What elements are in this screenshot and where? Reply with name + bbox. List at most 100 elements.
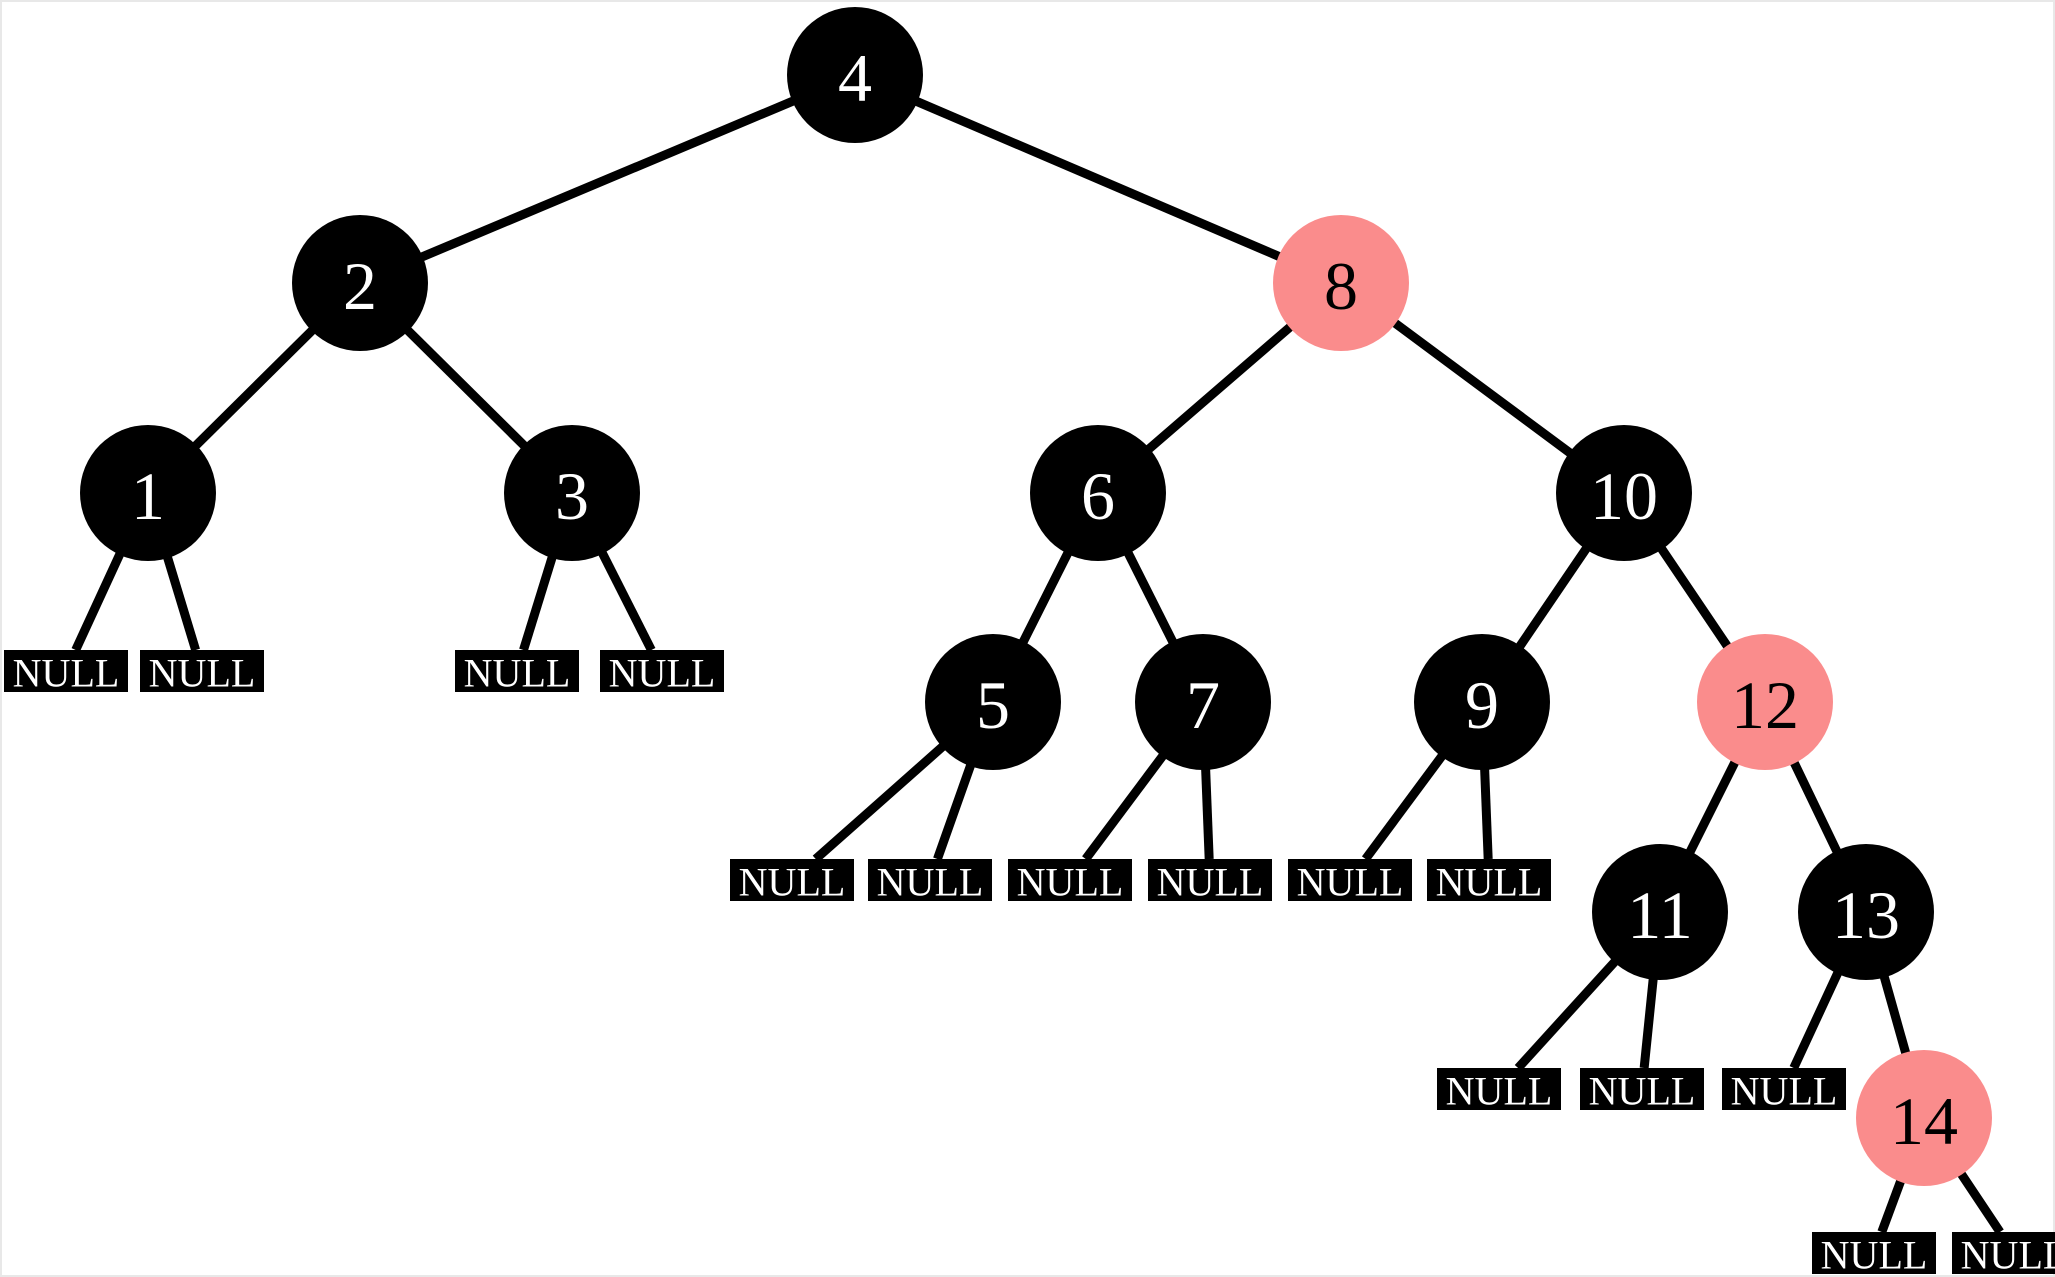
- tree-edge: [1877, 1176, 1906, 1234]
- tree-edge: [933, 760, 976, 861]
- null-leaf: NULL: [1952, 1232, 2055, 1277]
- null-box-label: NULL: [1821, 1233, 1928, 1277]
- tree-edge: [1514, 956, 1621, 1072]
- node-label: 9: [1465, 667, 1499, 743]
- node-circle: [1556, 425, 1692, 561]
- null-box-label: NULL: [1017, 860, 1124, 905]
- tree-edge: [71, 549, 126, 652]
- null-box-label: NULL: [1961, 1233, 2055, 1277]
- node-circle: [1273, 215, 1409, 351]
- null-box-label: NULL: [739, 860, 846, 905]
- tree-edge: [1389, 317, 1576, 459]
- node-circle: [1798, 844, 1934, 980]
- null-box: [455, 650, 579, 692]
- tree-edge: [1361, 750, 1448, 862]
- node-circle: [1135, 634, 1271, 770]
- tree-node-10[interactable]: 10: [1556, 425, 1692, 561]
- tree-edge: [812, 741, 949, 863]
- node-circle: [1030, 425, 1166, 561]
- node-circle: [925, 634, 1061, 770]
- null-box-label: NULL: [1297, 860, 1404, 905]
- tree-edge: [1656, 543, 1733, 652]
- null-box: [1288, 859, 1412, 901]
- tree-edge: [1143, 321, 1296, 455]
- tree-edge: [912, 96, 1284, 262]
- node-label: 1: [131, 458, 165, 534]
- tree-node-2[interactable]: 2: [292, 215, 428, 351]
- node-label: 11: [1627, 877, 1692, 953]
- null-box-label: NULL: [1589, 1069, 1696, 1114]
- null-leaf: NULL: [600, 650, 724, 696]
- null-box-label: NULL: [1731, 1069, 1838, 1114]
- tree-node-5[interactable]: 5: [925, 634, 1061, 770]
- node-circle: [1414, 634, 1550, 770]
- null-box-label: NULL: [877, 860, 984, 905]
- node-label: 12: [1731, 667, 1799, 743]
- node-circle: [504, 425, 640, 561]
- tree-edge: [1480, 765, 1493, 860]
- null-leaf: NULL: [1722, 1068, 1846, 1114]
- tree-edge: [1684, 757, 1741, 857]
- node-label: 10: [1590, 458, 1658, 534]
- null-leaves-layer: NULL NULL NULL NULL NULL NULL NULL NULL NULL NULL…: [4, 650, 2055, 1277]
- null-leaf: NULL: [140, 650, 264, 696]
- tree-edge: [1122, 548, 1179, 647]
- null-box: [1427, 859, 1551, 901]
- null-box-label: NULL: [13, 651, 120, 696]
- node-label: 2: [343, 248, 377, 324]
- tree-edge: [417, 95, 798, 263]
- null-box: [1148, 859, 1272, 901]
- null-box: [4, 650, 128, 692]
- tree-edge: [519, 552, 558, 652]
- null-leaf: NULL: [455, 650, 579, 696]
- null-box: [1722, 1068, 1846, 1110]
- null-leaf: NULL: [730, 859, 854, 905]
- tree-edge: [1955, 1168, 2004, 1235]
- null-box: [600, 650, 724, 692]
- tree-node-12[interactable]: 12: [1697, 634, 1833, 770]
- node-circle: [1856, 1050, 1992, 1186]
- tree-node-6[interactable]: 6: [1030, 425, 1166, 561]
- tree-node-7[interactable]: 7: [1135, 634, 1271, 770]
- null-leaf: NULL: [1437, 1068, 1561, 1114]
- null-box-label: NULL: [1157, 860, 1264, 905]
- null-box-label: NULL: [149, 651, 256, 696]
- null-leaf: NULL: [1427, 859, 1551, 905]
- tree-node-9[interactable]: 9: [1414, 634, 1550, 770]
- null-box-label: NULL: [609, 651, 716, 696]
- tree-node-14[interactable]: 14: [1856, 1050, 1992, 1186]
- tree-edge: [1639, 975, 1659, 1069]
- null-box-label: NULL: [1446, 1069, 1553, 1114]
- null-box: [1580, 1068, 1704, 1110]
- tree-edge: [162, 552, 200, 652]
- null-box: [730, 859, 854, 901]
- node-label: 6: [1081, 458, 1115, 534]
- tree-edge: [402, 324, 530, 452]
- null-leaf: NULL: [1580, 1068, 1704, 1114]
- tree-node-13[interactable]: 13: [1798, 844, 1934, 980]
- node-circle: [292, 215, 428, 351]
- null-box-label: NULL: [1436, 860, 1543, 905]
- tree-node-8[interactable]: 8: [1273, 215, 1409, 351]
- tree-node-3[interactable]: 3: [504, 425, 640, 561]
- null-box: [1437, 1068, 1561, 1110]
- tree-node-11[interactable]: 11: [1592, 844, 1728, 980]
- tree-node-1[interactable]: 1: [80, 425, 216, 561]
- tree-node-4[interactable]: 4: [787, 7, 923, 143]
- node-circle: [80, 425, 216, 561]
- tree-edge: [1514, 543, 1592, 652]
- node-label: 4: [838, 40, 872, 116]
- node-label: 8: [1324, 248, 1358, 324]
- tree-edge: [1201, 765, 1214, 860]
- null-leaf: NULL: [4, 650, 128, 696]
- tree-edge: [1017, 548, 1074, 647]
- node-label: 14: [1890, 1083, 1958, 1159]
- null-box: [1008, 859, 1132, 901]
- node-circle: [1697, 634, 1833, 770]
- null-box: [1812, 1232, 1936, 1274]
- tree-edge: [1788, 757, 1843, 857]
